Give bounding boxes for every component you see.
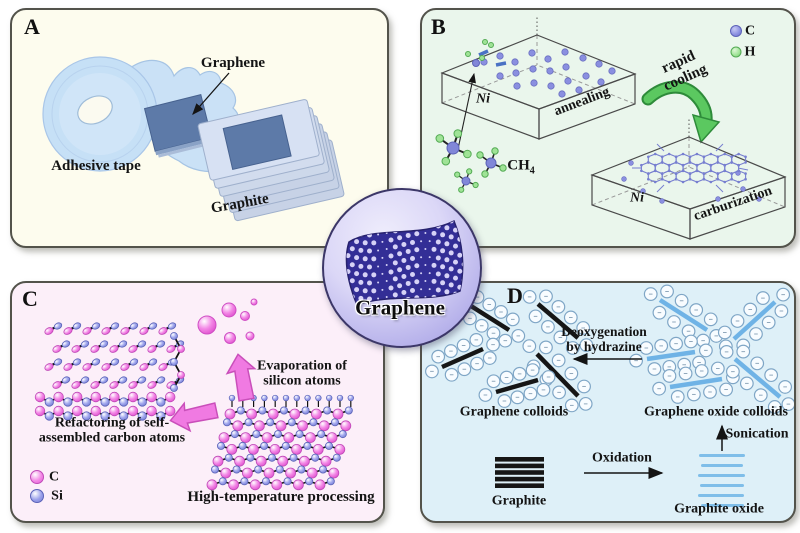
deoxygenation-line1: Deoxygenation xyxy=(561,324,647,340)
graphene-oxide-colloids-label: Graphene oxide colloids xyxy=(644,404,788,420)
graphene-colloids-label: Graphene colloids xyxy=(459,404,569,420)
legend-si-sphere xyxy=(30,489,44,503)
evaporation-label: Evaporation of silicon atoms xyxy=(257,359,347,390)
evaporating-silicon-bubbles xyxy=(197,298,258,344)
panel-c-letter: C xyxy=(22,286,38,311)
graphene-sheet-art xyxy=(345,219,464,306)
carbon-atoms-dissolved xyxy=(480,48,616,98)
graphene-pointer-arrow xyxy=(192,72,230,115)
ni-top-label: Ni xyxy=(476,91,490,107)
sonication-label: Sonication xyxy=(725,426,789,442)
evaporation-line1: Evaporation of xyxy=(257,358,347,374)
panel-d-graphics xyxy=(425,284,794,507)
oxidation-label: Oxidation xyxy=(592,450,652,466)
panel-a-graphics xyxy=(42,56,345,222)
legend-si-label: Si xyxy=(51,488,63,504)
legend-carbon-dot xyxy=(730,25,742,37)
graphite-stack-icon xyxy=(495,457,544,488)
graphite-oxide-label: Graphite oxide xyxy=(674,501,764,517)
panel-c-graphics xyxy=(34,298,354,491)
panel-c-epitaxial-growth xyxy=(10,281,385,523)
center-graphene-badge xyxy=(322,188,482,348)
rapid-cooling-arrow xyxy=(641,80,721,144)
panel-a-letter: A xyxy=(24,14,40,39)
nickel-slab-annealing xyxy=(440,16,637,140)
ch4-subscript: 4 xyxy=(529,165,535,177)
refactoring-label: Refactoring of self- assembled carbon at… xyxy=(39,416,185,447)
graphene-lattice-on-nickel xyxy=(621,143,762,204)
ch4-label: CH4 xyxy=(507,158,535,177)
center-graphene-label: Graphene xyxy=(355,295,445,320)
adhesive-tape-label: Adhesive tape xyxy=(51,157,141,174)
ni-bottom-label: Ni xyxy=(630,190,644,206)
deoxygenation-label: Deoxygenation by hydrazine xyxy=(561,324,647,355)
legend-c-sphere xyxy=(30,470,44,484)
silicon-carbide-crystal xyxy=(206,394,354,491)
decomposing-ch4-on-surface xyxy=(465,39,507,67)
ch4-to-surface-arrow xyxy=(457,72,476,150)
graphite-stack xyxy=(197,99,345,222)
legend-hydrogen-dot xyxy=(730,46,742,58)
ch4-base: CH xyxy=(507,157,530,174)
panel-d-chemical-reduction xyxy=(420,281,796,523)
graphite-label-d: Graphite xyxy=(491,493,547,509)
evaporation-line2: silicon atoms xyxy=(263,374,341,389)
colloid-clusters xyxy=(425,284,794,414)
refactoring-left-arrow xyxy=(169,401,219,433)
refactoring-line2: assembled carbon atoms xyxy=(38,431,186,446)
panel-b-letter: B xyxy=(431,14,446,39)
legend-carbon-label: C xyxy=(744,23,756,39)
evaporation-up-arrow xyxy=(225,353,257,402)
graphite-oxide-stack-icon xyxy=(698,454,745,507)
panel-a-mechanical-exfoliation xyxy=(10,8,389,248)
high-temperature-label: High-temperature processing xyxy=(187,488,375,505)
ch4-molecules xyxy=(435,129,507,193)
tape-roll xyxy=(42,56,158,172)
nickel-slab-carburization xyxy=(590,118,787,240)
refactoring-line1: Refactoring of self- xyxy=(54,415,170,431)
panel-b-graphics xyxy=(435,16,787,240)
legend-c-label: C xyxy=(48,469,60,485)
panel-d-letter: D xyxy=(507,283,523,308)
deoxygenation-line2: by hydrazine xyxy=(566,339,642,354)
refactored-carbon-lattice xyxy=(34,322,185,421)
legend-hydrogen-label: H xyxy=(744,44,756,60)
graphene-label-a: Graphene xyxy=(200,54,266,71)
